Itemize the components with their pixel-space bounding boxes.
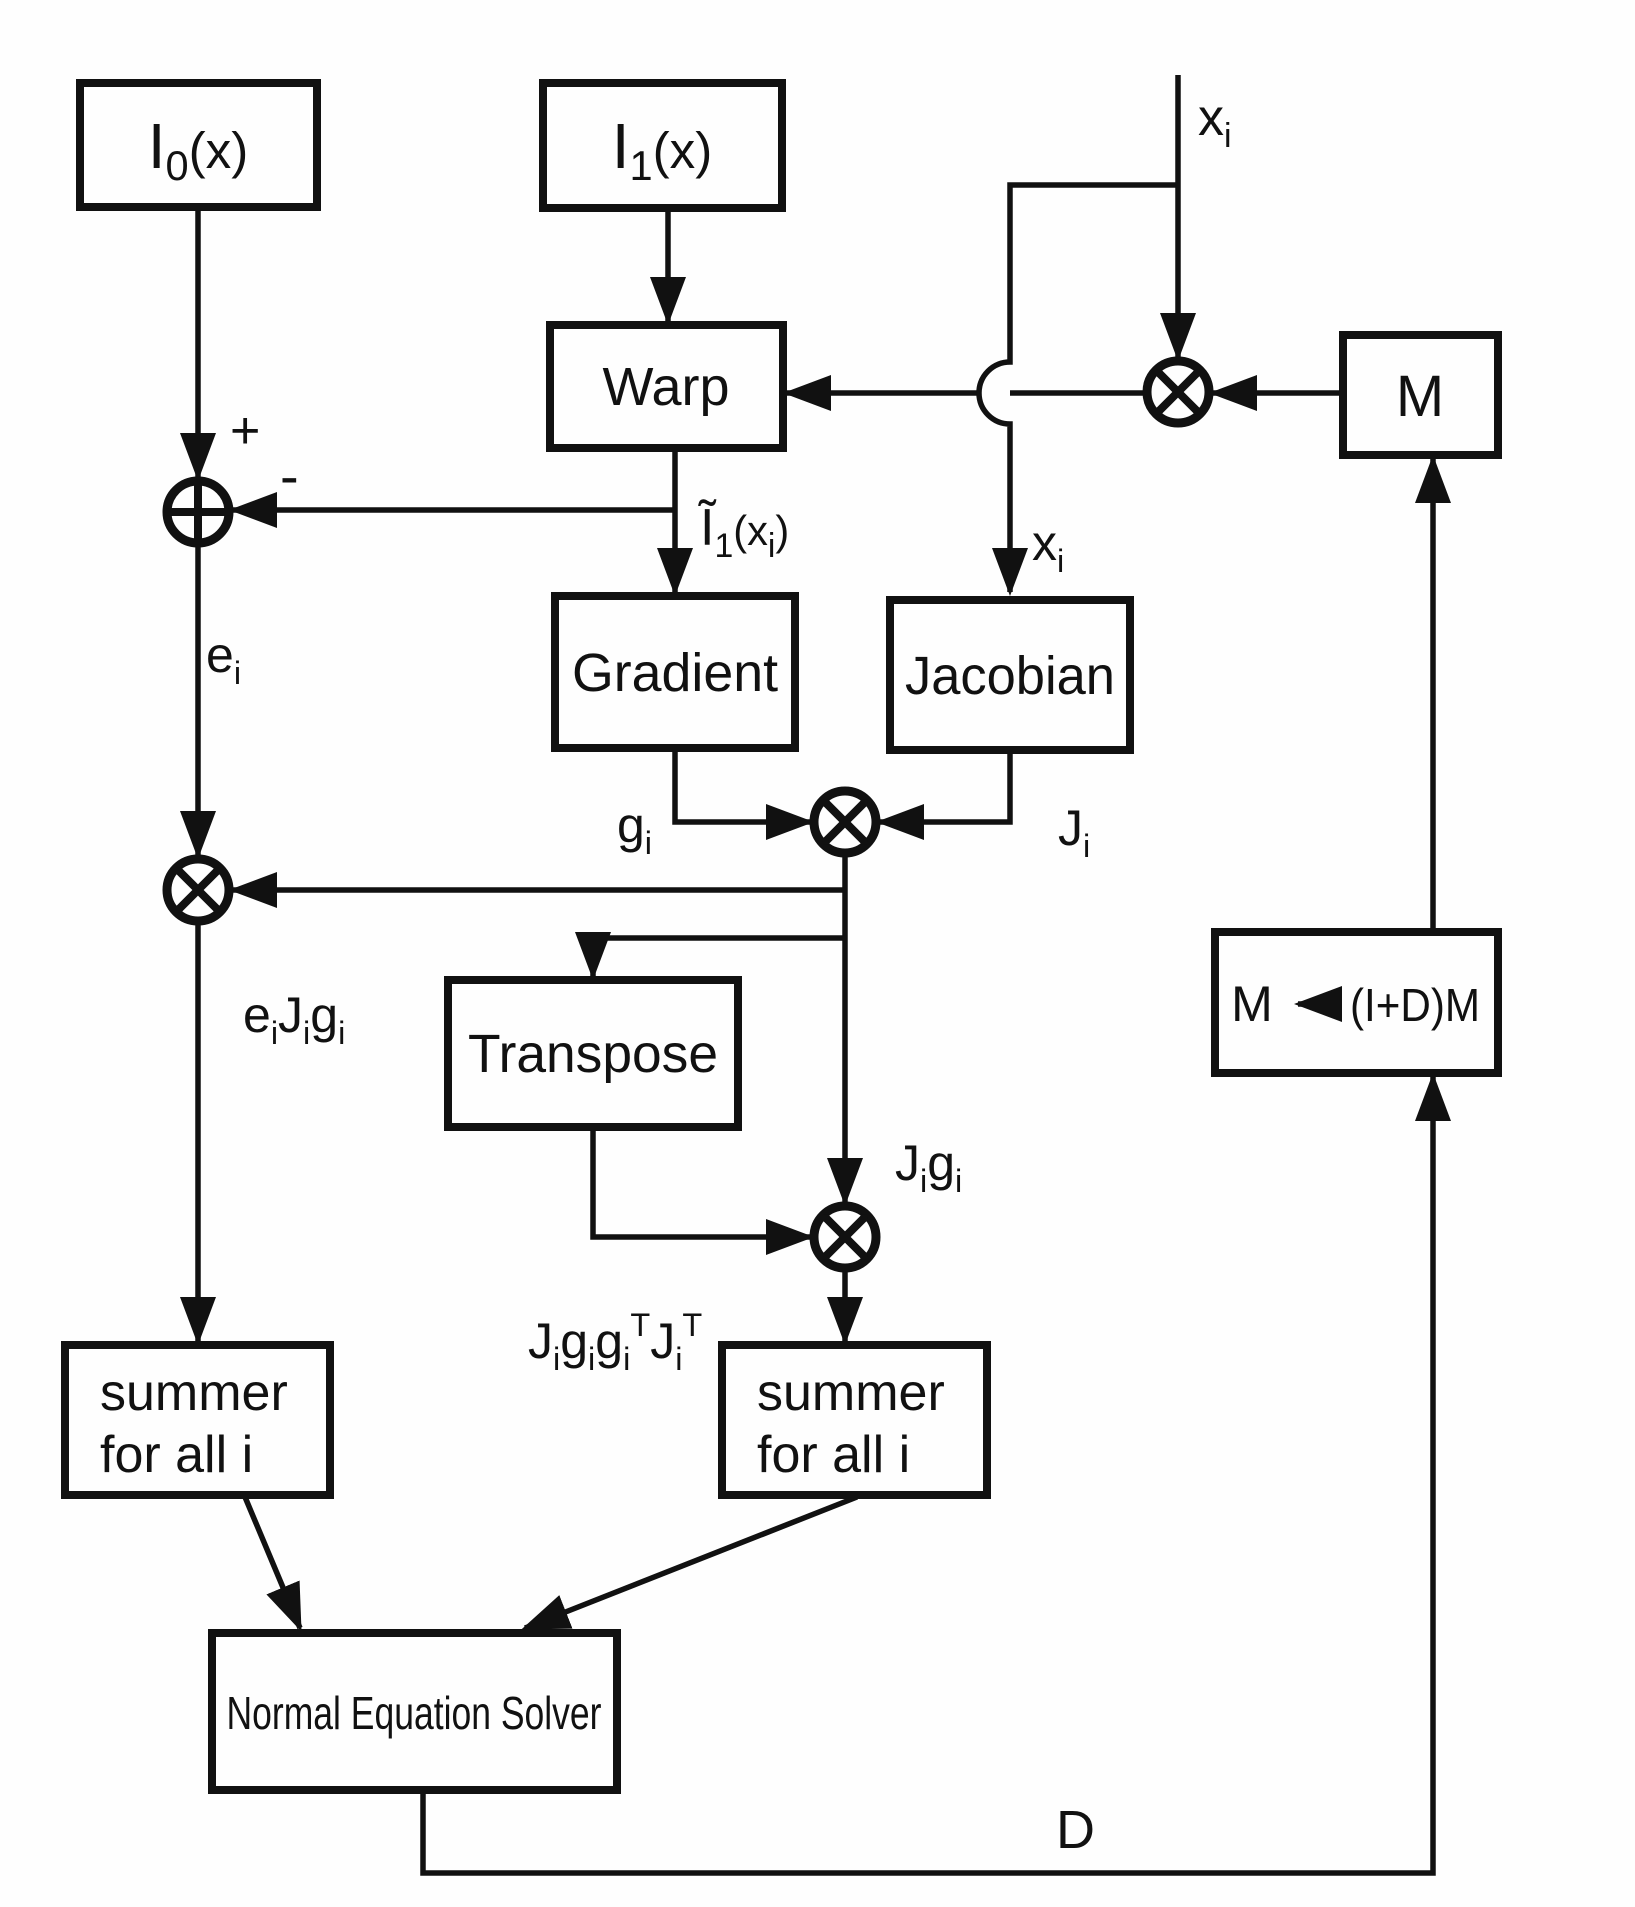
edge-transpose-to-multiplier: [590, 1127, 814, 1255]
transpose-box: [444, 976, 742, 1131]
label-d: D: [1056, 1800, 1095, 1860]
multiplier-gradient-jacobian-icon: [809, 786, 881, 858]
warp-box: [546, 321, 787, 452]
jacobian-box: [886, 596, 1134, 754]
warp-label: Warp: [602, 357, 729, 417]
m-label: M: [1396, 364, 1444, 429]
label-gi: gi: [617, 797, 652, 861]
summer-right-line1: summer: [757, 1364, 945, 1422]
summer-left-box: [61, 1341, 334, 1499]
m-box: [1339, 331, 1502, 459]
gradient-label: Gradient: [572, 643, 778, 703]
multiplier-outer-icon: [809, 1201, 881, 1273]
label-xi-jacobian: xi: [1032, 515, 1064, 579]
multiplier-error-icon: [162, 854, 234, 926]
i0-box: [76, 79, 321, 211]
summer-left-line1: summer: [100, 1364, 288, 1422]
edge-summer-right-to-solver: [521, 1494, 859, 1631]
summer-right-line2: for all i: [757, 1426, 910, 1484]
label-plus-sign: +: [230, 402, 260, 460]
edge-product-to-transpose: [575, 932, 845, 980]
update-rhs-label: (I+D)M: [1350, 979, 1480, 1031]
update-lhs-label: M: [1231, 976, 1273, 1032]
solver-box: [208, 1629, 621, 1794]
label-ei: ei: [206, 627, 241, 691]
label-ji-gi-gi-t-ji-t: JigigiTJiT: [528, 1307, 702, 1377]
update-box: [1211, 928, 1502, 1077]
edge-gradient-to-multiplier: [672, 748, 814, 840]
gradient-box: [551, 592, 799, 752]
label-minus-sign: -: [280, 444, 299, 507]
i1-label: I1(x): [612, 110, 713, 189]
label-warped-image: Ĩ1(xi): [698, 499, 789, 565]
label-xi-top: xi: [1198, 89, 1232, 155]
summer-right-box: [718, 1341, 991, 1499]
label-ei-ji-gi: eiJigi: [243, 987, 345, 1051]
edge-jacobian-to-multiplier: [876, 750, 1013, 840]
bridge-hop-fill: [979, 362, 1010, 424]
transpose-label: Transpose: [468, 1024, 718, 1084]
label-ji-gi: Jigi: [895, 1135, 962, 1199]
summer-left-line2: for all i: [100, 1426, 253, 1484]
edge-summer-left-to-solver: [242, 1495, 303, 1632]
label-ji: Ji: [1058, 800, 1090, 864]
i0-label: I0(x): [148, 110, 249, 189]
i1-box: [539, 79, 786, 212]
edge-xi-to-jacobian: [976, 182, 1178, 596]
solver-label: Normal Equation Solver: [227, 1687, 602, 1739]
adder-circle: [162, 476, 234, 548]
multiplier-warp-icon: [1142, 356, 1214, 428]
jacobian-label: Jacobian: [905, 646, 1115, 706]
edge-solver-d-feedback: [420, 1073, 1451, 1876]
